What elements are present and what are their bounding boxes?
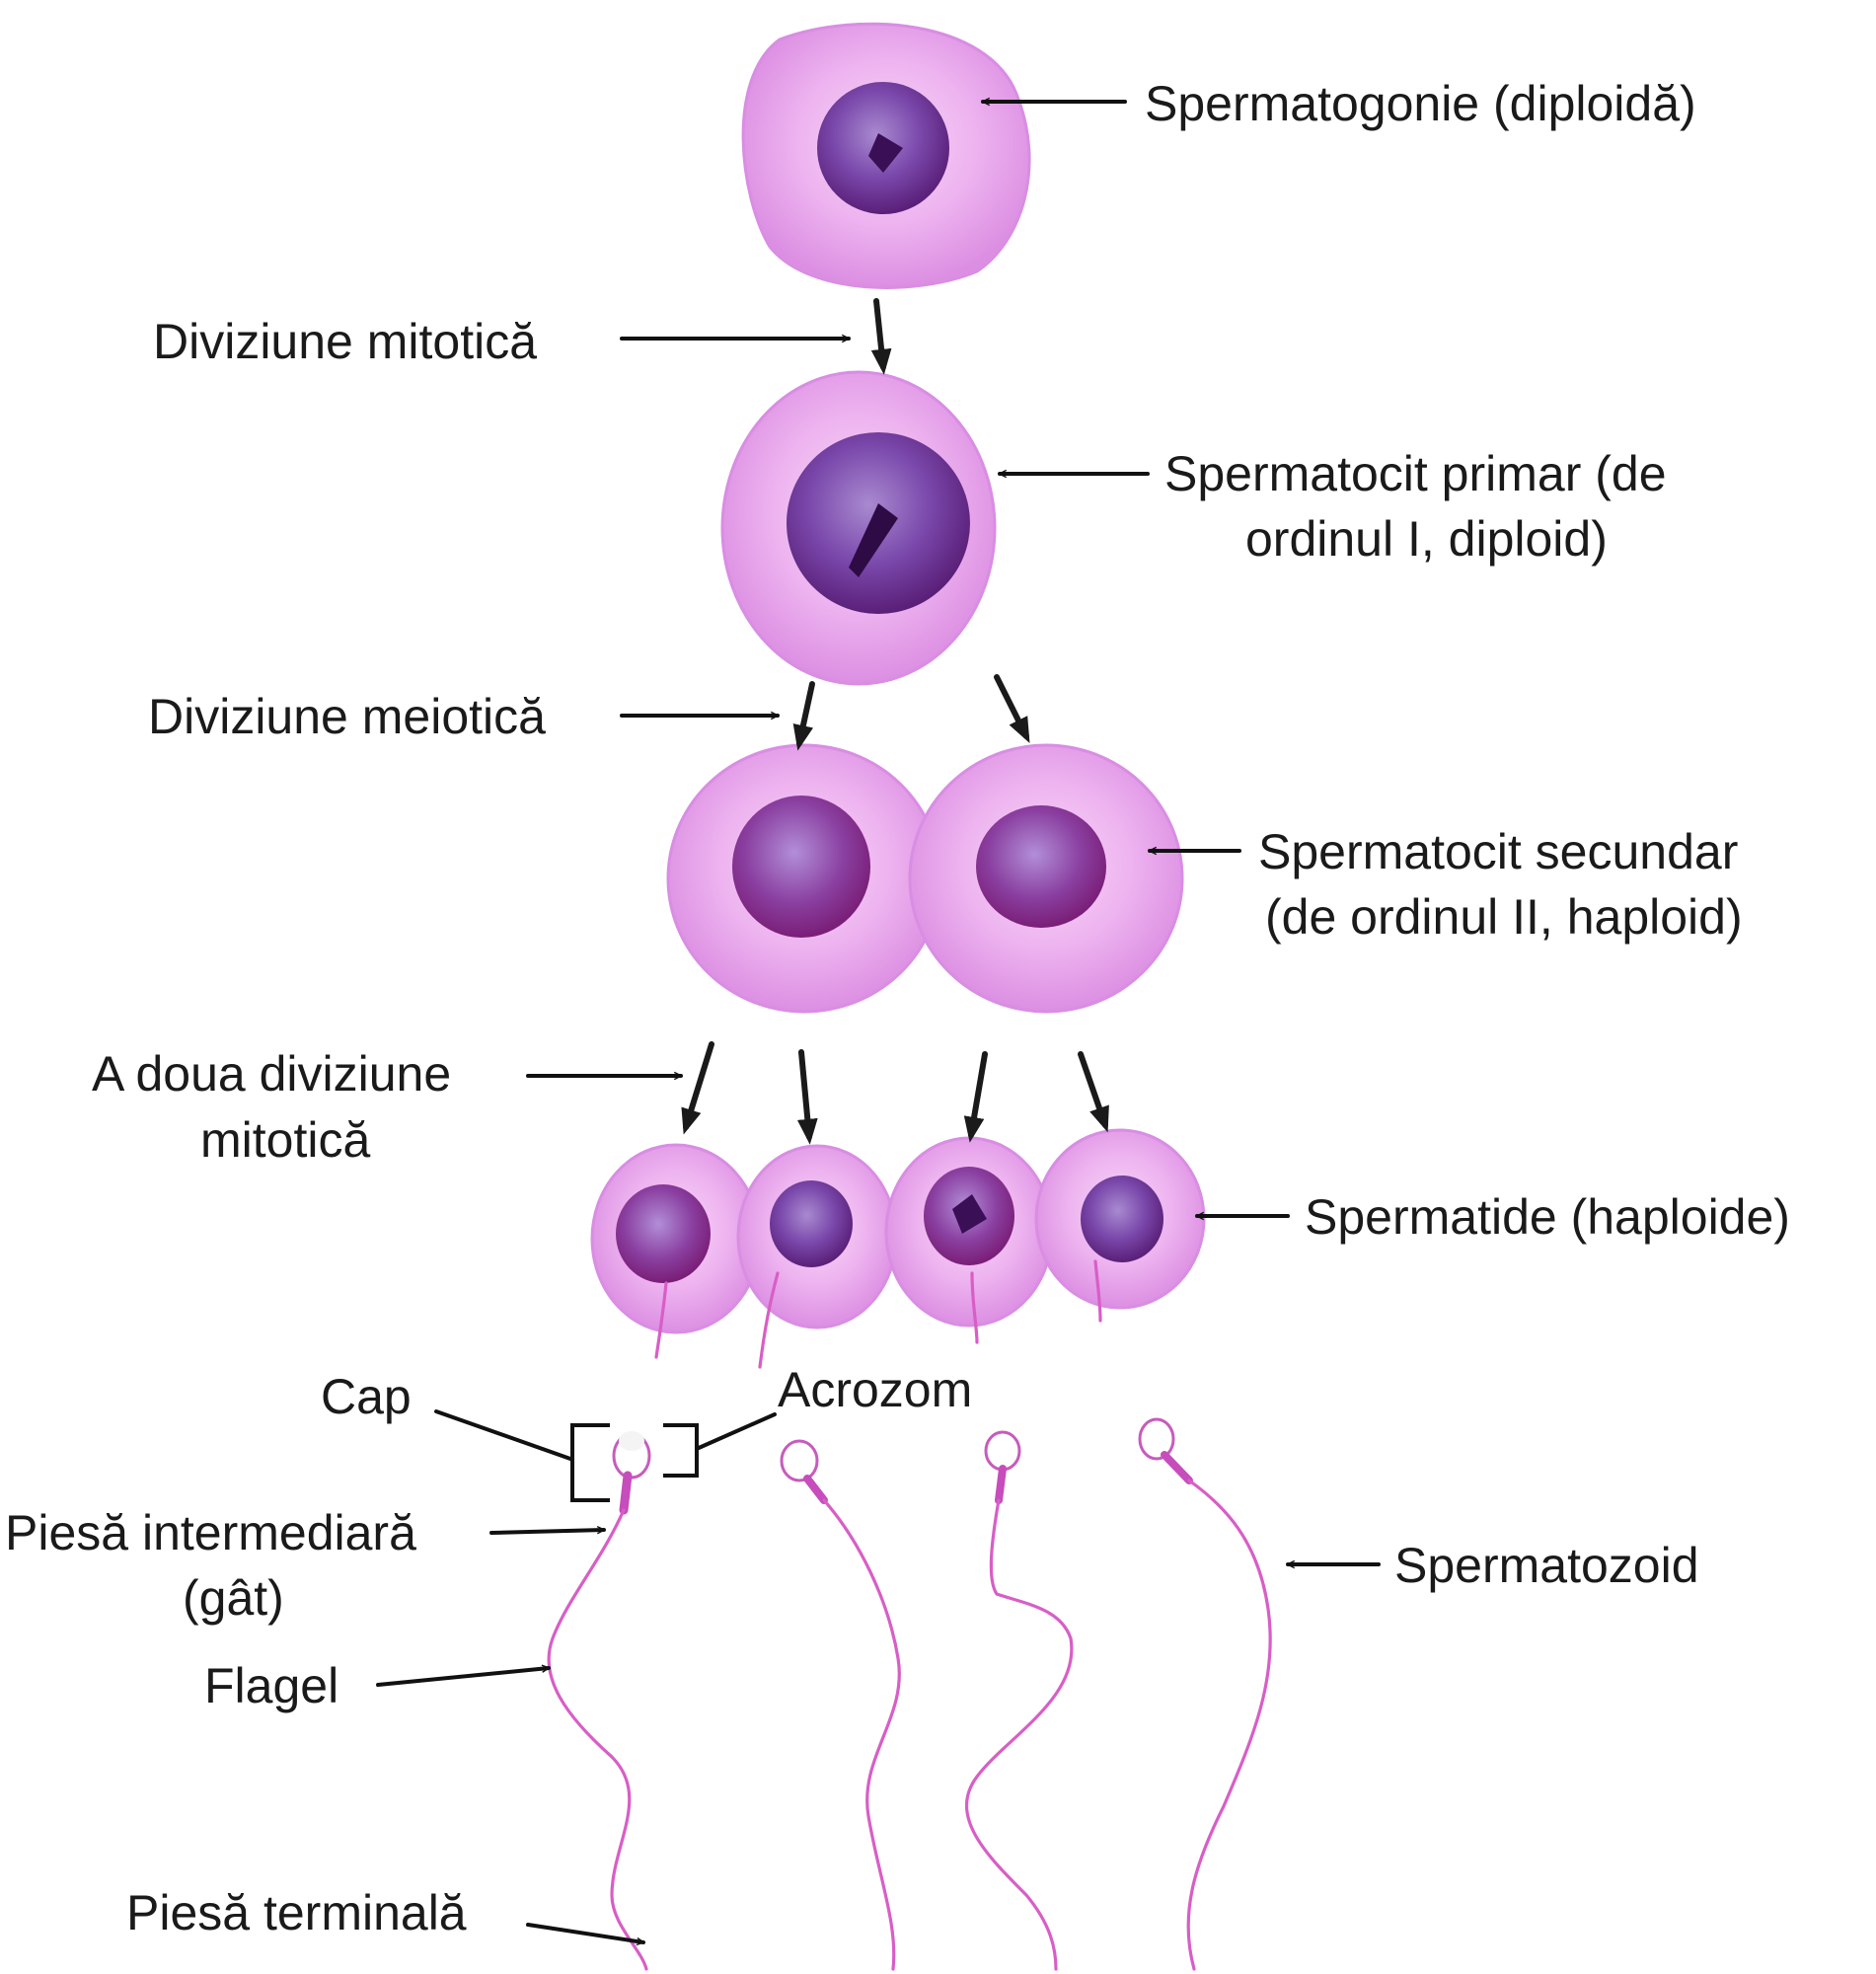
label-pointers — [376, 102, 1381, 1942]
text-labels: Spermatogonie (diploidă) Diviziune mitot… — [5, 76, 1790, 1940]
label-mitotic-division: Diviziune mitotică — [153, 314, 537, 369]
secondary-nucleus-right — [976, 805, 1106, 928]
label-head: Cap — [321, 1369, 412, 1424]
label-midpiece-line1: Piesă intermediară — [5, 1505, 416, 1560]
label-secondary-spermatocyte-line2: (de ordinul II, haploid) — [1265, 889, 1743, 945]
label-second-division-line2: mitotică — [200, 1112, 370, 1168]
secondary-nucleus-left — [732, 796, 870, 938]
label-secondary-spermatocyte-line1: Spermatocit secundar — [1258, 824, 1738, 879]
secondary-spermatocyte-cells — [666, 743, 1184, 1014]
label-primary-spermatocyte-line1: Spermatocit primar (de — [1164, 446, 1667, 501]
label-flagellum: Flagel — [204, 1658, 338, 1713]
label-end-piece: Piesă terminală — [126, 1885, 467, 1940]
label-primary-spermatocyte-line2: ordinul I, diploid) — [1245, 511, 1608, 567]
label-meiotic-division: Diviziune meiotică — [148, 689, 546, 744]
label-midpiece-line2: (gât) — [183, 1570, 284, 1626]
label-spermatogonia: Spermatogonie (diploidă) — [1145, 76, 1696, 131]
label-acrosome: Acrozom — [778, 1362, 972, 1417]
flow-arrows — [681, 298, 1109, 1145]
spermatogonium-cell — [741, 22, 1031, 289]
primary-spermatocyte-cell — [720, 370, 997, 686]
label-spermatids: Spermatide (haploide) — [1305, 1189, 1790, 1245]
head-bracket — [570, 1423, 699, 1502]
spermatid-cells — [590, 1128, 1206, 1369]
spermatozoa — [547, 1417, 1272, 1971]
label-spermatozoon: Spermatozoid — [1394, 1538, 1699, 1593]
label-second-division-line1: A doua diviziune — [92, 1046, 451, 1101]
